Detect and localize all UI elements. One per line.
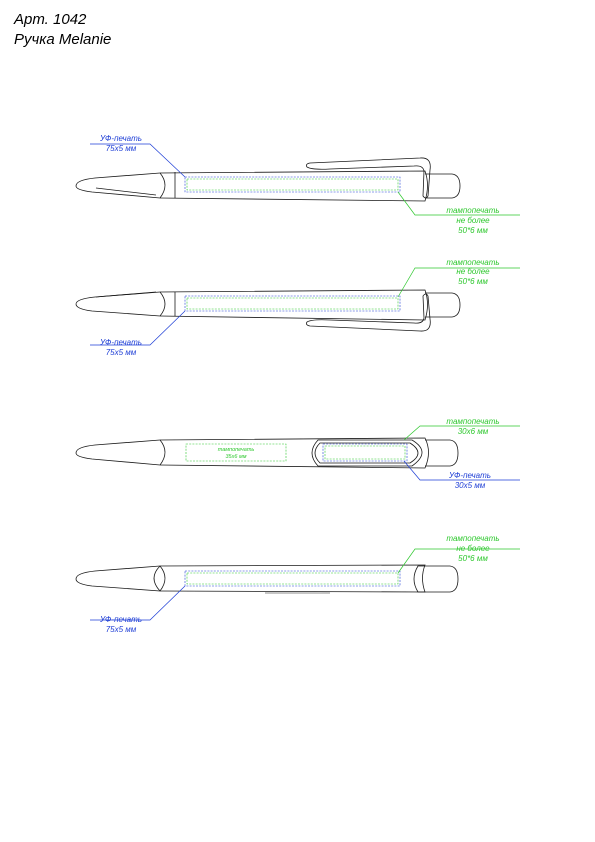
pad-callout-4: тампопечать не более 50*6 мм [397,534,520,574]
pen-body [159,437,429,469]
pen-tip [75,565,161,592]
uv-callout-3: УФ-печать 30x5 мм [403,460,520,490]
pen-button [425,292,461,318]
pad-label-line1: тампопечать [446,534,499,543]
pad-print-area [186,572,399,585]
pen-button [413,565,459,593]
clip-pad-print-area [324,445,406,460]
pen-body [159,170,428,202]
pen-view-2 [75,289,461,332]
article-number: Арт. 1042 [14,11,87,28]
pen-tip [75,439,161,466]
product-name: Ручка Melanie [14,31,112,48]
inner-label-line1: тампопечать [218,447,255,453]
uv-label-line1: УФ-печать [99,615,142,624]
body-label-3: тампопечать 35x6 мм [218,447,255,460]
pad-label-line3: 50*6 мм [458,554,488,563]
pad-label-line3: 50*6 мм [458,277,488,286]
pad-label-line3: 50*6 мм [458,226,488,235]
pen-tip [75,291,161,317]
pen-view-4 [75,564,459,594]
pad-callout-3: тампопечать 30x6 мм [403,417,520,441]
body-print-area [185,443,287,462]
uv-callout-1: УФ-печать 75x5 мм [90,134,186,178]
uv-label-line2: 75x5 мм [106,625,137,634]
uv-label-line1: УФ-печать [448,471,491,480]
pen-body [159,564,426,593]
pad-label-line1: тампопечать [446,206,499,215]
pad-label-line2: не более [456,216,490,225]
uv-label-line2: 75x5 мм [106,348,137,357]
uv-print-area [184,570,401,587]
uv-label-line2: 30x5 мм [455,481,486,490]
pen-body [159,289,428,321]
uv-print-area [184,295,401,312]
inner-label-line2: 35x6 мм [226,454,247,460]
pen-button [425,439,459,467]
pad-print-area [186,297,399,310]
pad-label-line2: 30x6 мм [458,427,489,436]
pen-button [425,173,461,199]
pen-tip [75,172,161,199]
pad-print-area [186,178,399,191]
pad-callout-2: тампопечать не более 50*6 мм [397,258,520,298]
pad-label-line1: тампопечать [446,417,499,426]
uv-label-line1: УФ-печать [99,338,142,347]
pad-label-line2: не более [456,267,490,276]
pen-view-3 [75,437,459,469]
pad-label-line1: тампопечать [446,258,499,267]
pad-callout-1: тампопечать не более 50*6 мм [397,191,520,235]
title-block: Арт. 1042 Ручка Melanie [14,10,111,50]
pen-clip [311,439,423,467]
uv-callout-4: УФ-печать 75x5 мм [90,585,186,634]
uv-callout-2: УФ-печать 75x5 мм [90,310,186,357]
pen-clip [306,293,431,332]
clip-uv-print-area [322,443,408,462]
uv-label-line2: 75x5 мм [106,144,137,153]
uv-label-line1: УФ-печать [99,134,142,143]
uv-print-area [184,176,401,193]
pad-label-line2: не более [456,544,490,553]
pen-view-1 [75,157,461,202]
